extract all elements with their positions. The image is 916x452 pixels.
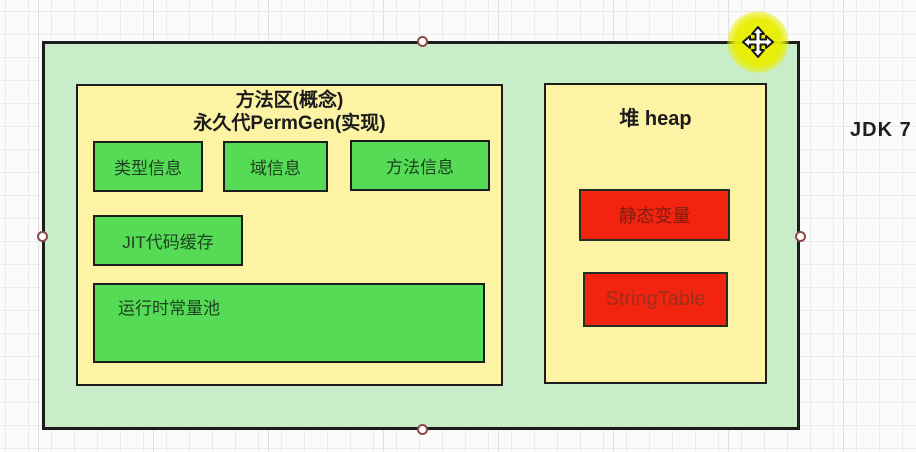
method-area-title: 方法区(概念) 永久代PermGen(实现) bbox=[78, 89, 501, 135]
method-area-box[interactable]: 方法区(概念) 永久代PermGen(实现) 类型信息 域信息 方法信息 JIT… bbox=[76, 84, 503, 386]
jdk-version-label: JDK 7 bbox=[850, 119, 912, 141]
jit-code-cache-box[interactable]: JIT代码缓存 bbox=[93, 215, 243, 266]
type-info-label: 类型信息 bbox=[114, 159, 182, 178]
field-info-label: 域信息 bbox=[250, 159, 301, 178]
runtime-constant-pool-label: 运行时常量池 bbox=[118, 299, 220, 318]
static-variables-label: 静态变量 bbox=[618, 206, 691, 226]
type-info-box[interactable]: 类型信息 bbox=[93, 141, 203, 192]
method-info-box[interactable]: 方法信息 bbox=[350, 140, 490, 191]
string-table-box[interactable]: StringTable bbox=[583, 272, 728, 327]
method-info-label: 方法信息 bbox=[386, 158, 454, 177]
runtime-constant-pool-box[interactable]: 运行时常量池 bbox=[93, 283, 485, 363]
method-area-title-line2: 永久代PermGen(实现) bbox=[193, 113, 386, 134]
field-info-box[interactable]: 域信息 bbox=[223, 141, 328, 192]
selection-handle-left[interactable] bbox=[37, 231, 48, 242]
selection-handle-right[interactable] bbox=[795, 231, 806, 242]
heap-title: 堆 heap bbox=[619, 108, 692, 130]
static-variables-box[interactable]: 静态变量 bbox=[579, 189, 730, 241]
heap-box[interactable]: 堆 heap 静态变量 StringTable bbox=[544, 83, 767, 384]
string-table-label: StringTable bbox=[605, 288, 706, 310]
method-area-title-line1: 方法区(概念) bbox=[235, 90, 344, 111]
jit-code-cache-label: JIT代码缓存 bbox=[122, 233, 214, 252]
selection-handle-bottom[interactable] bbox=[417, 424, 428, 435]
jdk7-runtime-outer-box[interactable]: 方法区(概念) 永久代PermGen(实现) 类型信息 域信息 方法信息 JIT… bbox=[42, 41, 800, 430]
selection-handle-top[interactable] bbox=[417, 36, 428, 47]
